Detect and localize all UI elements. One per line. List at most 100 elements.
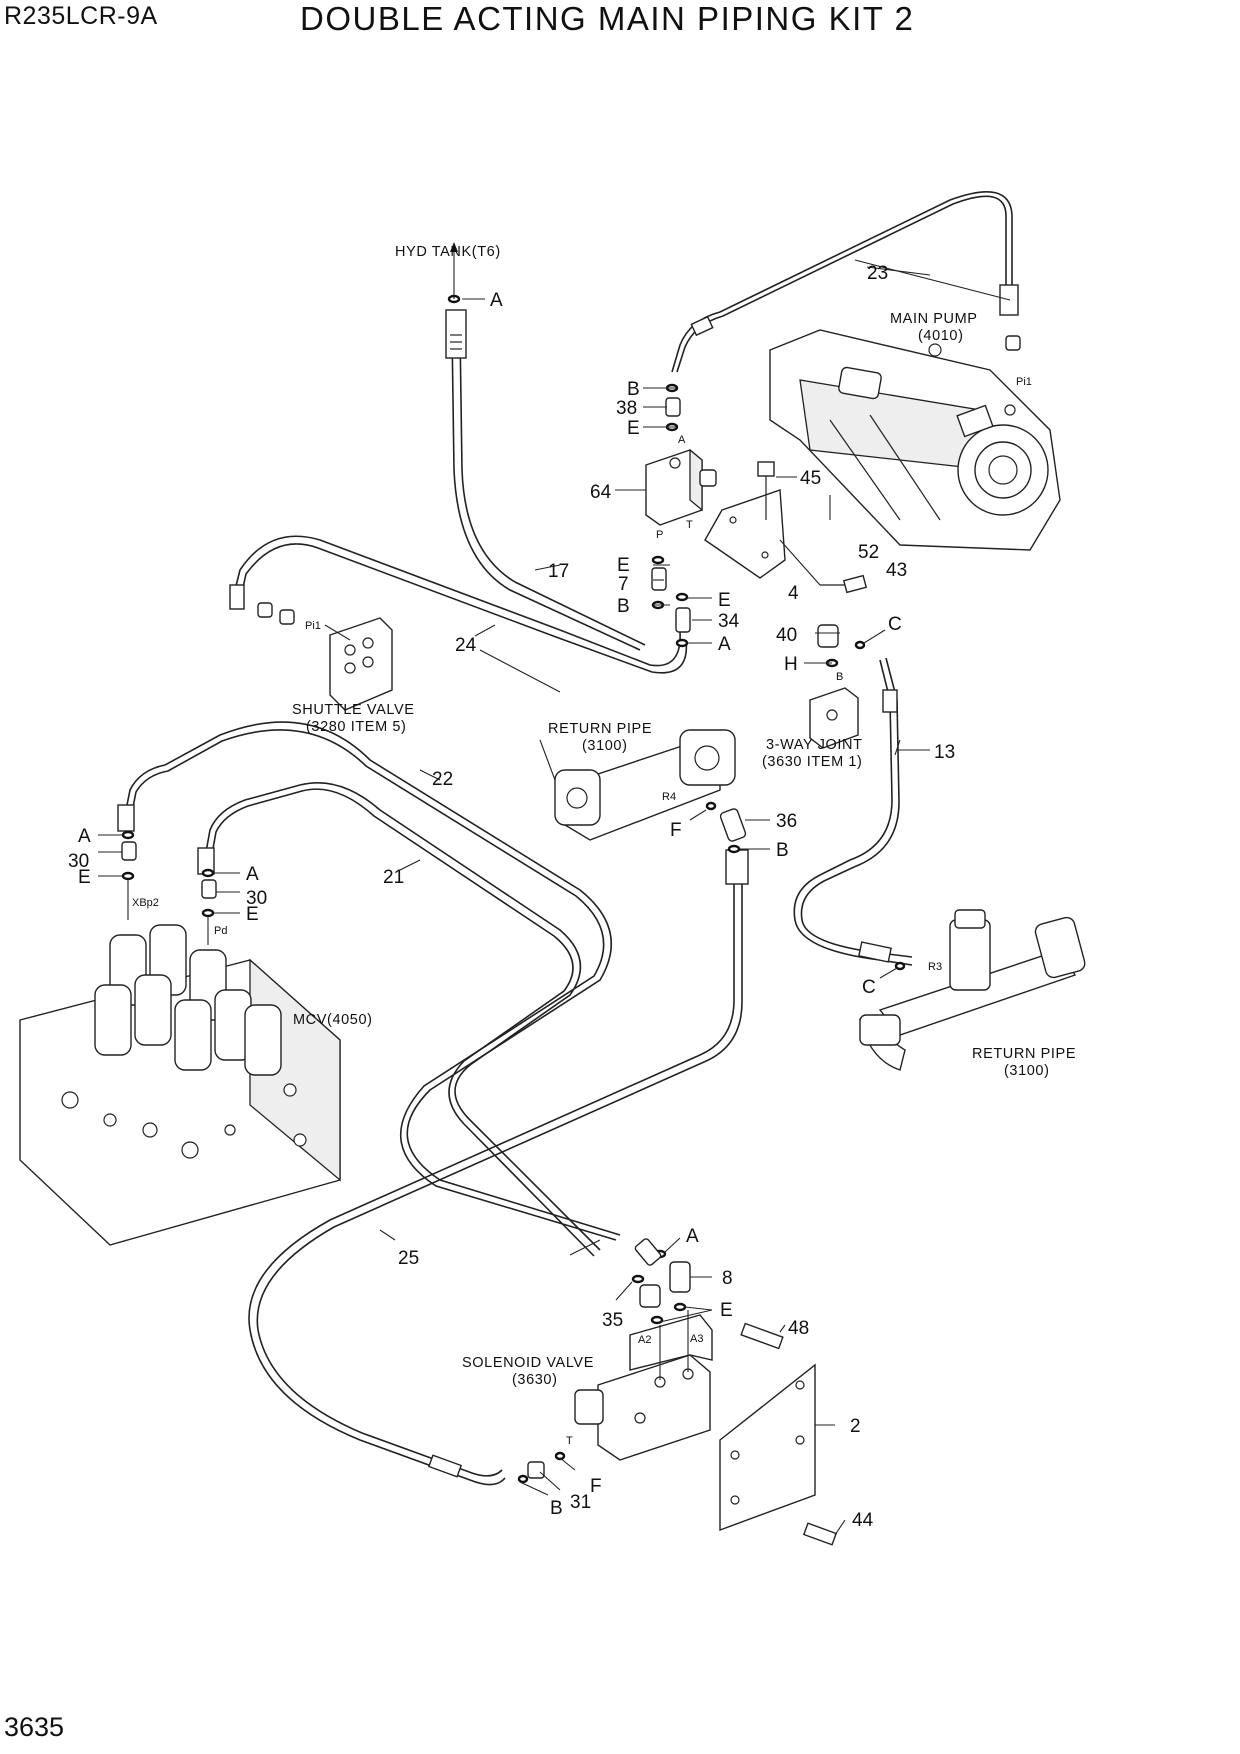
hose-25-sleeve: [427, 1454, 463, 1478]
callout-52: 52: [858, 542, 879, 563]
callout-24: 24: [455, 635, 477, 656]
hose-13-fitting: [882, 689, 898, 713]
callout-e-34: E: [718, 590, 731, 611]
port-a-block: A: [678, 434, 686, 446]
shuttle-valve-illustration: [329, 617, 393, 711]
callout-b-top: B: [627, 379, 640, 400]
hose-17: [445, 309, 646, 651]
callout-2: 2: [850, 1416, 861, 1437]
bolt-48: [740, 1322, 784, 1350]
callout-44: 44: [852, 1510, 874, 1531]
main-pump-illustration: [769, 329, 1061, 551]
callout-36: 36: [776, 811, 797, 832]
callout-e-35: E: [720, 1300, 733, 1321]
caption-mcv: MCV(4050): [293, 1012, 373, 1028]
port-pi1-pump: Pi1: [1016, 376, 1032, 388]
callout-34: 34: [718, 611, 740, 632]
bracket-4: [704, 489, 786, 579]
hose-22-fitting: [117, 804, 135, 832]
callout-f-solenoid: F: [590, 1476, 602, 1497]
callout-22: 22: [432, 769, 453, 790]
callout-a-mcv1: A: [78, 826, 91, 847]
hose-25-fitting: [725, 849, 749, 885]
caption-main-pump-1: MAIN PUMP: [890, 311, 978, 327]
mounting-plate-2: [719, 1363, 816, 1532]
callout-h-40: H: [784, 654, 798, 675]
callout-48: 48: [788, 1318, 809, 1339]
o-rings: [121, 294, 906, 1484]
caption-main-pump-2: (4010): [918, 328, 964, 344]
port-p-block: P: [656, 529, 663, 541]
callout-23: 23: [867, 263, 888, 284]
caption-three-way-joint-2: (3630 ITEM 1): [762, 754, 862, 770]
port-t-block: T: [686, 519, 693, 531]
callout-25: 25: [398, 1248, 419, 1269]
port-xbp2: XBp2: [132, 897, 159, 909]
caption-shuttle-valve-2: (3280 ITEM 5): [306, 719, 406, 735]
callout-a-tank: A: [490, 290, 503, 311]
port-b-joint: B: [836, 671, 843, 683]
caption-solenoid-valve-1: SOLENOID VALVE: [462, 1355, 594, 1371]
page-title: DOUBLE ACTING MAIN PIPING KIT 2: [300, 0, 915, 37]
hose-21: [197, 782, 601, 1257]
callout-30-right: 30: [246, 888, 267, 909]
caption-return-pipe-right-2: (3100): [1004, 1063, 1050, 1079]
port-pi1-shuttle: Pi1: [305, 620, 321, 632]
mcv-illustration: [19, 924, 341, 1246]
small-fittings: [121, 335, 1021, 1479]
callout-38: 38: [616, 398, 637, 419]
return-pipe-right-illustration: [858, 909, 1086, 1071]
callout-45: 45: [800, 468, 821, 489]
solenoid-valve-illustration: [574, 1314, 713, 1461]
pump-label-plate: [956, 404, 994, 438]
caption-return-pipe-top-2: (3100): [582, 738, 628, 754]
bolt-44: [802, 1522, 838, 1546]
callout-31: 31: [570, 1492, 591, 1513]
component-captions: HYD TANK(T6) MAIN PUMP (4010) SHUTTLE VA…: [292, 244, 1076, 1388]
part-callouts: 23 17 24 22 21 25 13 64 38 45 52 43 4 7 …: [68, 263, 955, 1531]
bolt-43: [820, 574, 868, 594]
block-64: [645, 448, 717, 526]
callout-e-mcv2: E: [246, 904, 259, 925]
port-t-solenoid: T: [566, 1435, 573, 1447]
hose-25: [248, 849, 749, 1486]
return-pipe-right-valve: [949, 919, 991, 991]
caption-return-pipe-top-1: RETURN PIPE: [548, 721, 652, 737]
model-code: R235LCR-9A: [4, 2, 158, 30]
callout-a-8: A: [686, 1226, 699, 1247]
callout-a-mcv2: A: [246, 864, 259, 885]
page-number: 3635: [4, 1712, 65, 1742]
callout-c-r3: C: [862, 977, 876, 998]
port-a2: A2: [638, 1334, 651, 1346]
port-labels: Pi1 Pi1 A P T R4 R3 B XBp2 Pd A2 A3 T: [132, 376, 1032, 1447]
hose-23-sleeve: [690, 315, 714, 337]
callout-e-mcv1: E: [78, 867, 91, 888]
caption-hyd-tank: HYD TANK(T6): [395, 244, 501, 260]
callout-a-34: A: [718, 634, 731, 655]
callout-7: 7: [618, 574, 629, 595]
bolt-45: [757, 461, 775, 520]
callout-8: 8: [722, 1268, 733, 1289]
block-64-side-port: [699, 469, 717, 487]
callout-b-mid: B: [617, 596, 630, 617]
hose-13-sleeve: [858, 941, 892, 963]
port-r4: R4: [662, 791, 676, 803]
callout-b-36: B: [776, 840, 789, 861]
three-way-joint-illustration: [809, 687, 859, 749]
hose-22: [117, 721, 621, 1241]
callout-b-solenoid: B: [550, 1498, 563, 1519]
hose-24-fitting: [229, 584, 245, 610]
hose-17-fitting: [445, 309, 467, 359]
callout-e-mid: E: [617, 555, 630, 576]
caption-return-pipe-right-1: RETURN PIPE: [972, 1046, 1076, 1062]
callout-40: 40: [776, 625, 797, 646]
port-a3: A3: [690, 1333, 703, 1345]
callout-4: 4: [788, 583, 799, 604]
callout-e-top: E: [627, 418, 640, 439]
pump-cover: [838, 366, 882, 400]
port-r3: R3: [928, 961, 942, 973]
leader-lines: [98, 242, 1011, 1536]
callout-f-36: F: [670, 820, 682, 841]
